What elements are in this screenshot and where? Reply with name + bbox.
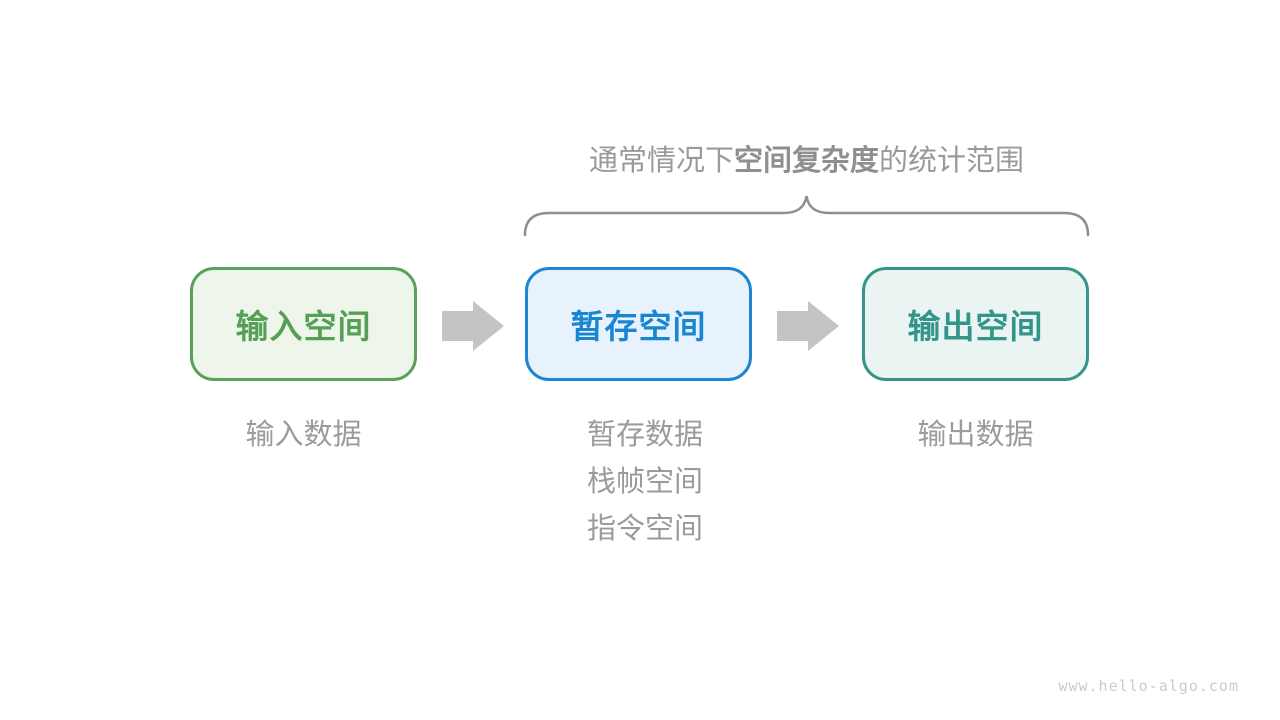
box-temp-space-label: 暂存空间 [570,308,707,345]
box-output-space-label: 输出空间 [907,308,1044,345]
title-prefix: 通常情况下 [588,145,734,177]
caption-input-data: 输入数据 [245,419,362,451]
box-output-space: 输出空间 [862,267,1089,381]
diagram-title: 通常情况下空间复杂度的统计范围 [523,142,1090,180]
caption-temp-data: 暂存数据 [587,419,704,451]
right-arrow-icon [442,301,504,351]
box-input-space-label: 输入空间 [235,308,372,345]
caption-output-data: 输出数据 [917,419,1034,451]
caption-stack-frame-space: 栈帧空间 [587,466,704,498]
watermark: www.hello-algo.com [1058,677,1239,695]
caption-temp-list: 暂存数据 栈帧空间 指令空间 [587,412,703,553]
box-temp-space: 暂存空间 [525,267,752,381]
title-suffix: 的统计范围 [879,145,1025,177]
title-bold-term: 空间复杂度 [733,145,879,177]
right-arrow-icon [777,301,839,351]
curly-brace-top-icon [523,195,1090,237]
box-input-space: 输入空间 [190,267,417,381]
caption-instruction-space: 指令空间 [587,513,704,545]
